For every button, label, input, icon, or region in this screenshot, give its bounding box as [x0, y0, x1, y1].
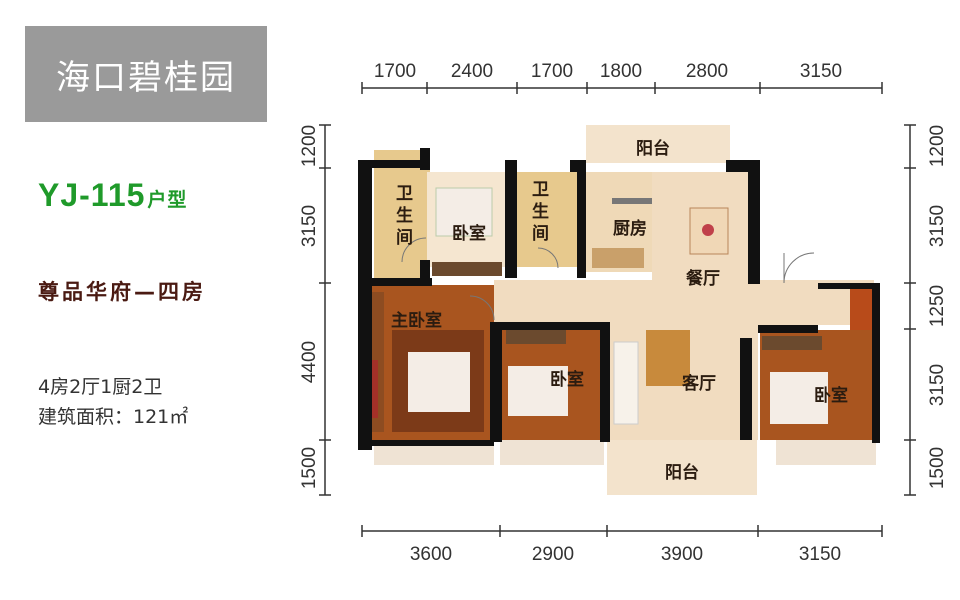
model-code: YJ-115 [38, 177, 146, 213]
dimension-top [361, 82, 883, 94]
dim-right-1: 1200 [927, 125, 948, 167]
dim-labels-top: 1700 2400 1700 1800 2800 3150 [374, 61, 842, 82]
dim-right-2: 3150 [927, 205, 948, 247]
project-title: 海口碧桂园 [25, 26, 267, 122]
dim-labels-left: 1200 3150 4400 1500 [299, 125, 320, 489]
dimension-right [904, 124, 916, 496]
dim-top-5: 2800 [686, 61, 728, 82]
dim-right-5: 1500 [927, 447, 948, 489]
room-master-bedroom: 主卧室 [391, 310, 442, 331]
room-bath-mid-3: 间 [532, 223, 549, 244]
room-bath-mid-2: 生 [532, 201, 549, 222]
dim-top-1: 1700 [374, 61, 416, 82]
room-bath-left-2: 生 [396, 205, 413, 226]
furniture [368, 187, 828, 432]
dim-bottom-2: 2900 [532, 544, 574, 565]
walls [358, 148, 880, 450]
dim-bottom-1: 3600 [410, 544, 452, 565]
room-balcony-bottom: 阳台 [665, 462, 699, 483]
room-bath-left-1: 卫 [396, 184, 413, 204]
floor-area: 建筑面积：121㎡ [38, 406, 189, 428]
room-balcony-top: 阳台 [636, 138, 670, 159]
room-dining: 餐厅 [686, 268, 720, 289]
dim-right-4: 3150 [927, 364, 948, 406]
room-kitchen: 厨房 [613, 218, 647, 239]
dim-top-4: 1800 [600, 61, 642, 82]
model-suffix: 户型 [147, 190, 188, 211]
room-bath-mid-1: 卫 [532, 180, 549, 200]
dim-top-6: 3150 [800, 61, 842, 82]
dim-bottom-3: 3900 [661, 544, 703, 565]
dim-left-3: 4400 [299, 341, 320, 383]
dim-labels-right: 1200 3150 1250 3150 1500 [927, 125, 948, 489]
room-living: 客厅 [681, 373, 716, 394]
dim-left-1: 1200 [299, 125, 320, 167]
room-bedroom-mid: 卧室 [550, 369, 584, 390]
doors [401, 237, 815, 321]
floor-fills [372, 125, 876, 495]
room-labels: 阳台 卫 生 间 卧室 卫 生 间 厨房 餐厅 主卧室 卧室 客厅 卧室 阳台 [391, 138, 848, 483]
room-bedroom-right: 卧室 [814, 385, 848, 406]
dim-top-3: 1700 [531, 61, 573, 82]
dim-top-2: 2400 [451, 61, 493, 82]
dimension-bottom [361, 525, 883, 537]
dim-left-2: 3150 [299, 205, 320, 247]
dimension-left [319, 124, 331, 496]
dim-bottom-4: 3150 [799, 544, 841, 565]
room-bath-left-3: 间 [396, 227, 413, 248]
layout-summary: 4房2厅1厨2卫 [38, 376, 163, 398]
room-bedroom-top: 卧室 [452, 223, 486, 244]
dim-labels-bottom: 3600 2900 3900 3150 [410, 544, 841, 565]
dim-left-4: 1500 [299, 447, 320, 489]
dim-right-3: 1250 [927, 285, 948, 327]
series-name: 尊品华府—四房 [38, 280, 206, 304]
